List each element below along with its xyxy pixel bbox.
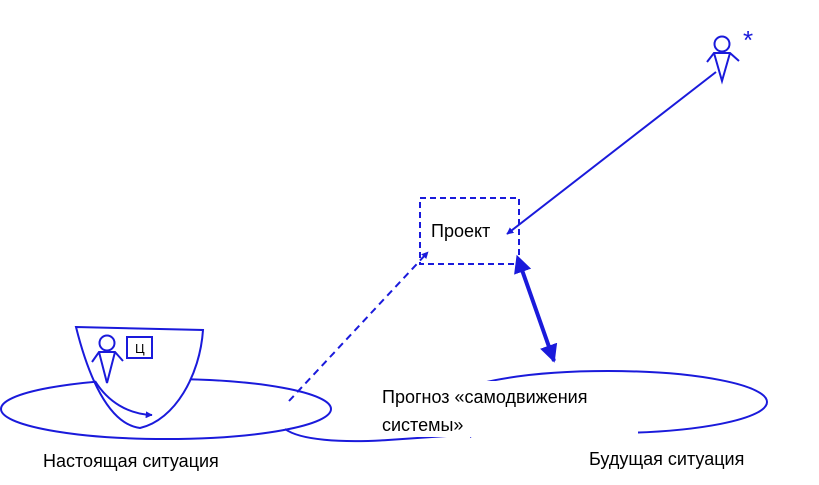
project-future-double-arrow [514, 254, 558, 363]
actor-head [98, 334, 116, 352]
project-box[interactable] [419, 197, 520, 265]
forecast-label-backdrop [380, 381, 638, 437]
goal-box [126, 336, 153, 359]
designer-body [706, 52, 740, 85]
project-label: Проект [431, 221, 490, 241]
forecast-label-line2: системы» [382, 415, 463, 435]
goal-box-label: Ц [135, 341, 145, 356]
actor-figure [91, 334, 124, 384]
future-situation-label: Будущая ситуация [589, 449, 744, 469]
designer-to-project-arrow [506, 71, 717, 235]
forecast-label-line1: Прогноз «самодвижения [382, 387, 587, 407]
designer-figure [706, 35, 740, 85]
present-situation-label: Настоящая ситуация [43, 451, 219, 471]
actor-body [91, 351, 124, 384]
designer-star-label: * [743, 25, 753, 55]
actor-movement-arrow [94, 380, 153, 419]
designer-head [713, 35, 731, 53]
present-to-project-dashed-arrow [288, 251, 429, 402]
